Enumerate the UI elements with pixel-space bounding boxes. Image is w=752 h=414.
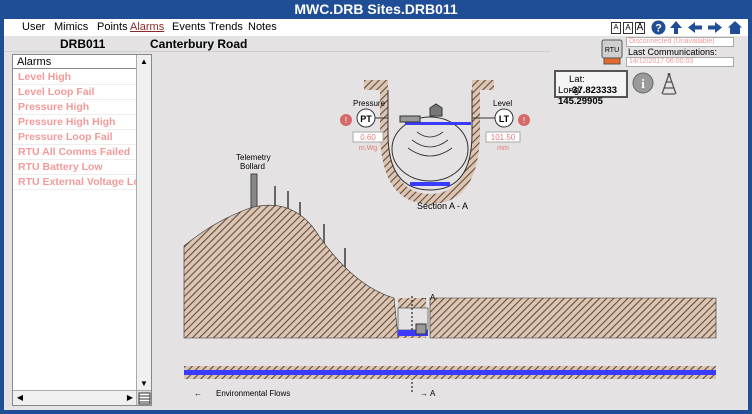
window-title: MWC.DRB Sites.DRB011: [294, 1, 458, 17]
menu-item-trends[interactable]: Trends: [209, 21, 243, 33]
alarm-vertical-scrollbar[interactable]: ▲ ▼: [136, 55, 151, 391]
alarm-item[interactable]: Pressure High High: [13, 115, 137, 130]
pressure-unit: m.Wg: [359, 145, 377, 152]
menu-item-notes[interactable]: Notes: [248, 21, 277, 33]
forward-arrow-icon: [708, 22, 722, 33]
pit-water: [398, 330, 428, 336]
pressure-label: Pressure: [353, 99, 386, 108]
back-button[interactable]: [686, 20, 704, 35]
home-button[interactable]: [726, 20, 744, 35]
level-alarm-icon[interactable]: !: [518, 114, 530, 126]
section-marker-label-top: A: [430, 293, 436, 302]
pressure-tag: PT: [360, 114, 372, 124]
help-icon: ?: [651, 20, 665, 35]
up-arrow-icon: [670, 21, 682, 34]
ground-far: [429, 297, 717, 339]
pressure-value: 0.60: [360, 133, 376, 142]
section-marker-label-bottom: A: [430, 389, 436, 398]
alarm-item[interactable]: RTU Battery Low: [13, 160, 137, 175]
alarm-list: Level High Level Loop Fail Pressure High…: [13, 70, 137, 390]
menu-item-alarms[interactable]: Alarms: [130, 21, 165, 33]
help-button[interactable]: ?: [650, 20, 666, 35]
channel-bank-bottom: [184, 375, 716, 379]
lat-label: Lat:: [569, 74, 585, 85]
site-header: DRB011 Canterbury Road: [4, 36, 550, 52]
scroll-down-icon[interactable]: ▼: [140, 379, 148, 388]
telemetry-bollard[interactable]: [250, 173, 258, 211]
section-marker-top: → A: [411, 293, 436, 332]
info-button[interactable]: i: [632, 72, 654, 94]
site-id: DRB011: [60, 37, 106, 51]
alarm-panel: Alarms Level High Level Loop Fail Pressu…: [12, 54, 152, 406]
pressure-alarm-icon[interactable]: !: [340, 114, 352, 126]
bollard-label-2: Bollard: [240, 162, 265, 171]
level-label: Level: [493, 99, 512, 108]
channel-bank-top: [184, 366, 716, 370]
long-value: 145.29905: [558, 96, 603, 107]
up-button[interactable]: [668, 20, 684, 35]
location-box: Lat: -37.823333 Long: 145.29905: [554, 70, 628, 107]
alarm-item[interactable]: Pressure Loop Fail: [13, 130, 137, 145]
scroll-left-icon[interactable]: ◀: [16, 393, 24, 402]
menu-bar: User Mimics Points Alarms Events Trends …: [4, 19, 748, 36]
section-view: Section A - A: [364, 80, 494, 211]
bollard-label-1: Telemetry: [236, 153, 271, 162]
menu-item-events[interactable]: Events: [172, 21, 206, 33]
scroll-up-icon[interactable]: ▲: [140, 57, 148, 66]
menu-item-points[interactable]: Points: [97, 21, 128, 33]
pit-device: [415, 323, 427, 335]
alarm-item[interactable]: Level High: [13, 70, 137, 85]
svg-text:→: →: [420, 293, 428, 302]
grid-icon: [138, 392, 151, 405]
forward-button[interactable]: [706, 20, 724, 35]
embankment: [183, 204, 399, 339]
alarm-item[interactable]: Pressure High: [13, 100, 137, 115]
svg-text:i: i: [641, 76, 645, 91]
level-tag: LT: [499, 114, 510, 124]
flow-arrow-icon: ←: [194, 389, 202, 398]
environmental-flows-label: Environmental Flows: [216, 389, 290, 398]
level-transmitter[interactable]: Level LT 101.50 mm: [472, 99, 521, 152]
rtu-icon-label: RTU: [605, 47, 619, 54]
site-mimic-diagram: Section A - A Pressure PT 0.60 m.Wg ! Le…: [183, 80, 717, 398]
info-icon: i: [632, 72, 654, 94]
channel-water: [184, 370, 716, 375]
alarm-item[interactable]: Level Loop Fail: [13, 85, 137, 100]
last-comm-value: 14/12/2017 06:00:03: [626, 57, 734, 67]
rtu-status-panel: RTU Disconnected (Unavailable) Last Comm…: [550, 36, 748, 68]
site-name: Canterbury Road: [150, 37, 248, 51]
lat-value: -37.823333: [569, 85, 618, 96]
rtu-icon[interactable]: RTU: [600, 38, 624, 65]
alarm-item[interactable]: RTU All Comms Failed: [13, 145, 137, 160]
tower-button[interactable]: [658, 72, 680, 96]
menu-item-mimics[interactable]: Mimics: [54, 21, 89, 33]
rtu-status-field: Disconnected (Unavailable): [626, 37, 734, 47]
scroll-right-icon[interactable]: ▶: [126, 393, 134, 402]
font-medium-button[interactable]: A: [622, 20, 634, 35]
level-unit: mm: [497, 145, 509, 152]
font-small-button[interactable]: A: [610, 20, 622, 35]
menu-item-user[interactable]: User: [22, 21, 46, 33]
content-area: DRB011 Canterbury Road Alarms Level High…: [4, 36, 748, 410]
pressure-transmitter[interactable]: Pressure PT 0.60 m.Wg: [352, 99, 388, 152]
alarm-item[interactable]: RTU External Voltage Lo: [13, 175, 137, 190]
svg-text:?: ?: [655, 23, 662, 35]
radio-tower-icon: [661, 73, 677, 95]
svg-text:!: !: [523, 116, 525, 125]
last-comm-label: Last Communications:: [628, 47, 718, 57]
alarm-list-header: Alarms: [13, 55, 137, 69]
svg-text:!: !: [345, 116, 347, 125]
level-value: 101.50: [491, 133, 516, 142]
section-label: Section A - A: [417, 201, 468, 211]
font-large-button[interactable]: A: [635, 21, 645, 34]
long-label: Long:: [558, 85, 582, 96]
alarm-grid-toggle-button[interactable]: [136, 390, 151, 405]
svg-text:→: →: [420, 389, 428, 398]
alarm-horizontal-scrollbar[interactable]: ◀ ▶: [13, 390, 137, 405]
back-arrow-icon: [688, 22, 702, 33]
home-icon: [728, 21, 742, 34]
